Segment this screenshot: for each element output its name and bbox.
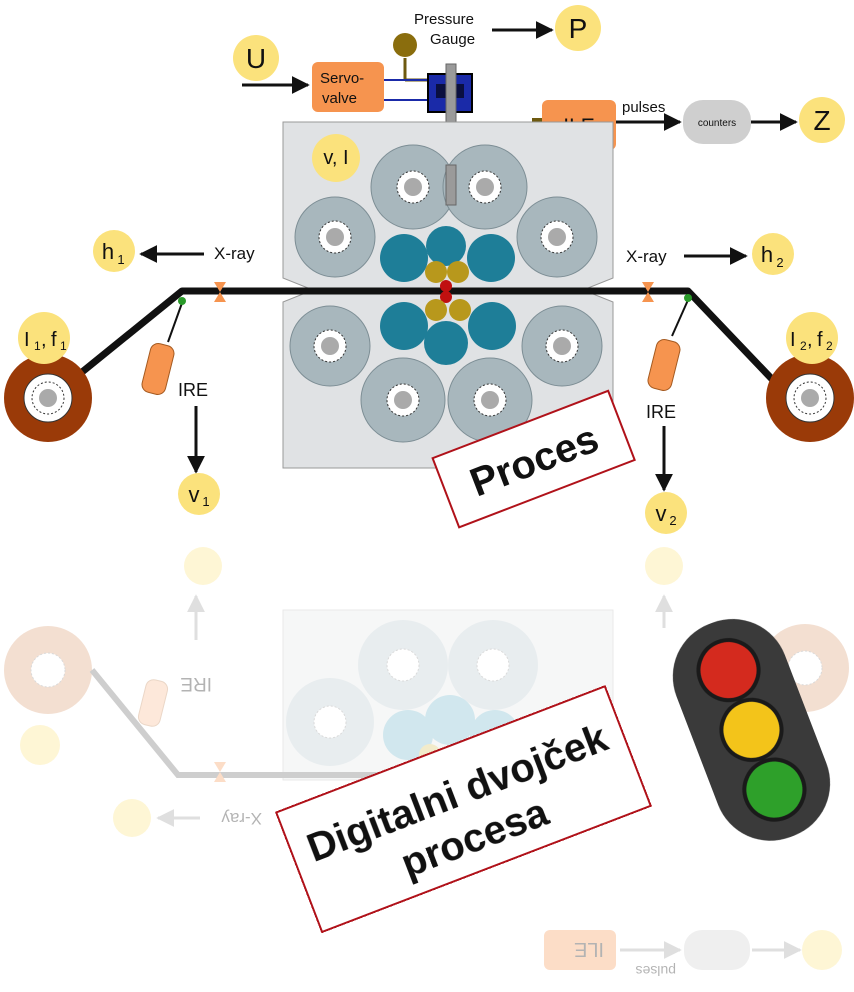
ghost-ire-label: IRE — [180, 673, 212, 694]
signal-f2-subscript: 2 — [826, 339, 833, 353]
upper-backup-rolls — [294, 144, 598, 278]
lower-intermediate-rolls — [380, 299, 516, 365]
yellow-light-icon — [719, 697, 784, 762]
signal-v2-label: v — [656, 501, 667, 526]
coil-left — [4, 354, 92, 442]
ghost-h1-badge — [113, 799, 151, 837]
ghost-strip — [89, 668, 420, 778]
red-light-icon — [696, 638, 761, 703]
signal-f2-label: f — [817, 329, 823, 351]
ghost-pulses-label: pulses — [636, 963, 676, 979]
signal-i2-f2-badge — [786, 312, 838, 364]
signal-h1-badge — [93, 230, 135, 272]
signal-z-badge — [799, 97, 845, 143]
ire-right-sensor — [647, 339, 681, 391]
signal-u-badge — [233, 35, 279, 81]
signal-v2-badge — [645, 492, 687, 534]
ghost-roll — [448, 620, 538, 710]
ghost-ile-box — [544, 930, 616, 970]
signal-v1-subscript: 1 — [202, 494, 209, 509]
lower-backup-rolls — [289, 305, 603, 443]
xray-right-label: X-ray — [626, 247, 667, 266]
signal-f1-label: f — [51, 329, 57, 351]
signal-f1-subscript: 1 — [60, 339, 67, 353]
traffic-light-icon — [672, 619, 831, 841]
signal-v1-badge — [178, 473, 220, 515]
digital-twin-ghost: IRE X-ray ILE pulses — [4, 547, 849, 979]
signal-i2-label: I — [790, 329, 796, 351]
ghost-i1-badge — [20, 725, 60, 765]
xray-left-marker — [214, 282, 226, 302]
green-light-icon — [742, 757, 807, 822]
ghost-v2-badge — [645, 547, 683, 585]
ire-left-label: IRE — [178, 380, 208, 400]
metal-strip — [47, 287, 793, 401]
pressure-gauge-icon — [393, 33, 417, 57]
xray-right-marker — [642, 282, 654, 302]
signal-h2-subscript: 2 — [776, 255, 783, 270]
ghost-ile-label: ILE — [574, 938, 604, 960]
signal-i1-label: I — [24, 329, 30, 351]
signal-vi-label: v, I — [323, 147, 348, 169]
ire-right-label: IRE — [646, 402, 676, 422]
ghost-roll — [286, 678, 374, 766]
ghost-xray-label: X-ray — [221, 809, 262, 828]
signal-p-label: P — [569, 13, 588, 44]
ghost-coil-left — [4, 626, 92, 714]
counters-label: counters — [698, 118, 736, 129]
signal-z-label: Z — [813, 105, 830, 136]
ghost-roll — [358, 620, 448, 710]
ghost-v1-badge — [184, 547, 222, 585]
ghost-roll — [425, 695, 475, 745]
signal-h1-subscript: 1 — [117, 252, 124, 267]
signal-v2-subscript: 2 — [669, 513, 676, 528]
servovalve-box — [312, 62, 384, 112]
signal-h2-badge — [752, 233, 794, 275]
signal-i2-subscript: 2 — [800, 339, 807, 353]
pressure-gauge-label-1: Pressure — [414, 11, 474, 28]
pulses-label: pulses — [622, 99, 665, 116]
pressure-gauge-label-2: Gauge — [430, 31, 475, 48]
svg-text:,: , — [807, 329, 813, 351]
coil-right — [766, 354, 854, 442]
ire-left-sensor — [141, 343, 175, 395]
ghost-xray-marker — [214, 762, 226, 782]
signal-vi-badge — [312, 134, 360, 182]
signal-u-label: U — [246, 43, 266, 74]
ghost-roll — [383, 710, 433, 760]
servovalve-label-1: Servo- — [320, 70, 364, 87]
ghost-ire-sensor — [137, 679, 169, 727]
signal-h2-label: h — [761, 242, 773, 267]
signal-v1-label: v — [189, 482, 200, 507]
xray-left-label: X-ray — [214, 244, 255, 263]
signal-p-badge — [555, 5, 601, 51]
svg-text:,: , — [41, 329, 47, 351]
counters-box — [683, 100, 751, 144]
signal-i1-subscript: 1 — [34, 339, 41, 353]
signal-i1-f1-badge — [18, 312, 70, 364]
servovalve-label-2: valve — [322, 90, 357, 107]
signal-h1-label: h — [102, 239, 114, 264]
upper-intermediate-rolls — [380, 226, 515, 283]
